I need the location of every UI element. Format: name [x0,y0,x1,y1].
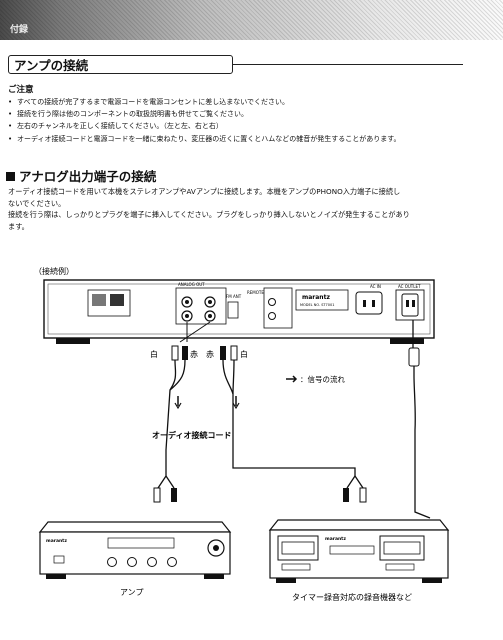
signal-flow-icon [286,375,298,383]
left-red-label: 赤 [190,350,198,359]
fm-ant-label: FM ANT [226,294,242,299]
cable-left [153,321,211,503]
analog-out-label: ANALOG OUT [178,282,205,287]
paragraph-line: 接続を行う際は、しっかりとプラグを端子に挿入してください。プラグをしっかり挿入し… [8,210,410,219]
caution-item: •左右のチャンネルを正しく接続してください。（左と左、右と右） [8,122,223,131]
recorder-label: タイマー録音対応の録音機器など [292,592,412,602]
right-white-label: 白 [240,349,248,359]
caution-item: •接続を行う際は他のコンポーネントの取扱説明書も併せてご覧ください。 [8,110,248,119]
amp-label: アンプ [120,588,143,597]
caution-item: •すべての接続が完了するまで電源コードを電源コンセントに差し込まないでください。 [8,98,290,106]
subsection-paragraph: オーディオ接続コードを用いて本機をステレオアンプやAVアンプに接続します。本機を… [8,186,498,232]
right-red-label: 赤 [206,350,214,359]
device-brand: marantz [302,294,330,301]
caution-item: •オーディオ接続コードと電源コードを一緒に束ねたり、変圧器の近くに置くとハムなど… [8,134,401,143]
ac-in-label: AC IN [370,284,381,289]
remote-label: REMOTE [247,290,264,295]
cable-right [220,345,367,503]
ac-outlet-label: AC OUTLET [398,284,421,289]
example-label: （接続例） [34,266,74,276]
paragraph-line: オーディオ接続コードを用いて本機をステレオアンプやAVアンプに接続します。本機を… [8,187,401,196]
signal-flow-label: ：信号の流れ [300,374,345,384]
left-white-label: 白 [150,349,158,359]
connection-diagram: （接続例） ANALOG OUT FM ANT REMOTE marantz M… [34,266,450,602]
caution-title: ご注意 [8,85,34,95]
amplifier: marantz [38,521,232,579]
header-band-label: 付録 [10,25,29,35]
section-title: アンプの接続 [8,55,233,74]
recorder-brand: marantz [325,536,346,542]
amp-brand: marantz [46,538,67,544]
paragraph-line: ないでください。 [8,198,66,208]
tuner-rear-panel: ANALOG OUT FM ANT REMOTE marantz MODEL N… [43,279,435,344]
cable-label: オーディオ接続コード [152,430,231,440]
recorder: marantz [268,519,450,583]
section-rule [233,64,463,65]
power-cord [408,320,431,519]
paragraph-line: ます。 [8,221,29,231]
device-model: MODEL NO. ST7001 [300,303,334,307]
caution-list: •すべての接続が完了するまで電源コードを電源コンセントに差し込まないでください。… [8,96,498,145]
square-bullet-icon [6,172,15,181]
subsection-title: アナログ出力端子の接続 [6,166,156,185]
header-band: 付録 [0,0,503,40]
